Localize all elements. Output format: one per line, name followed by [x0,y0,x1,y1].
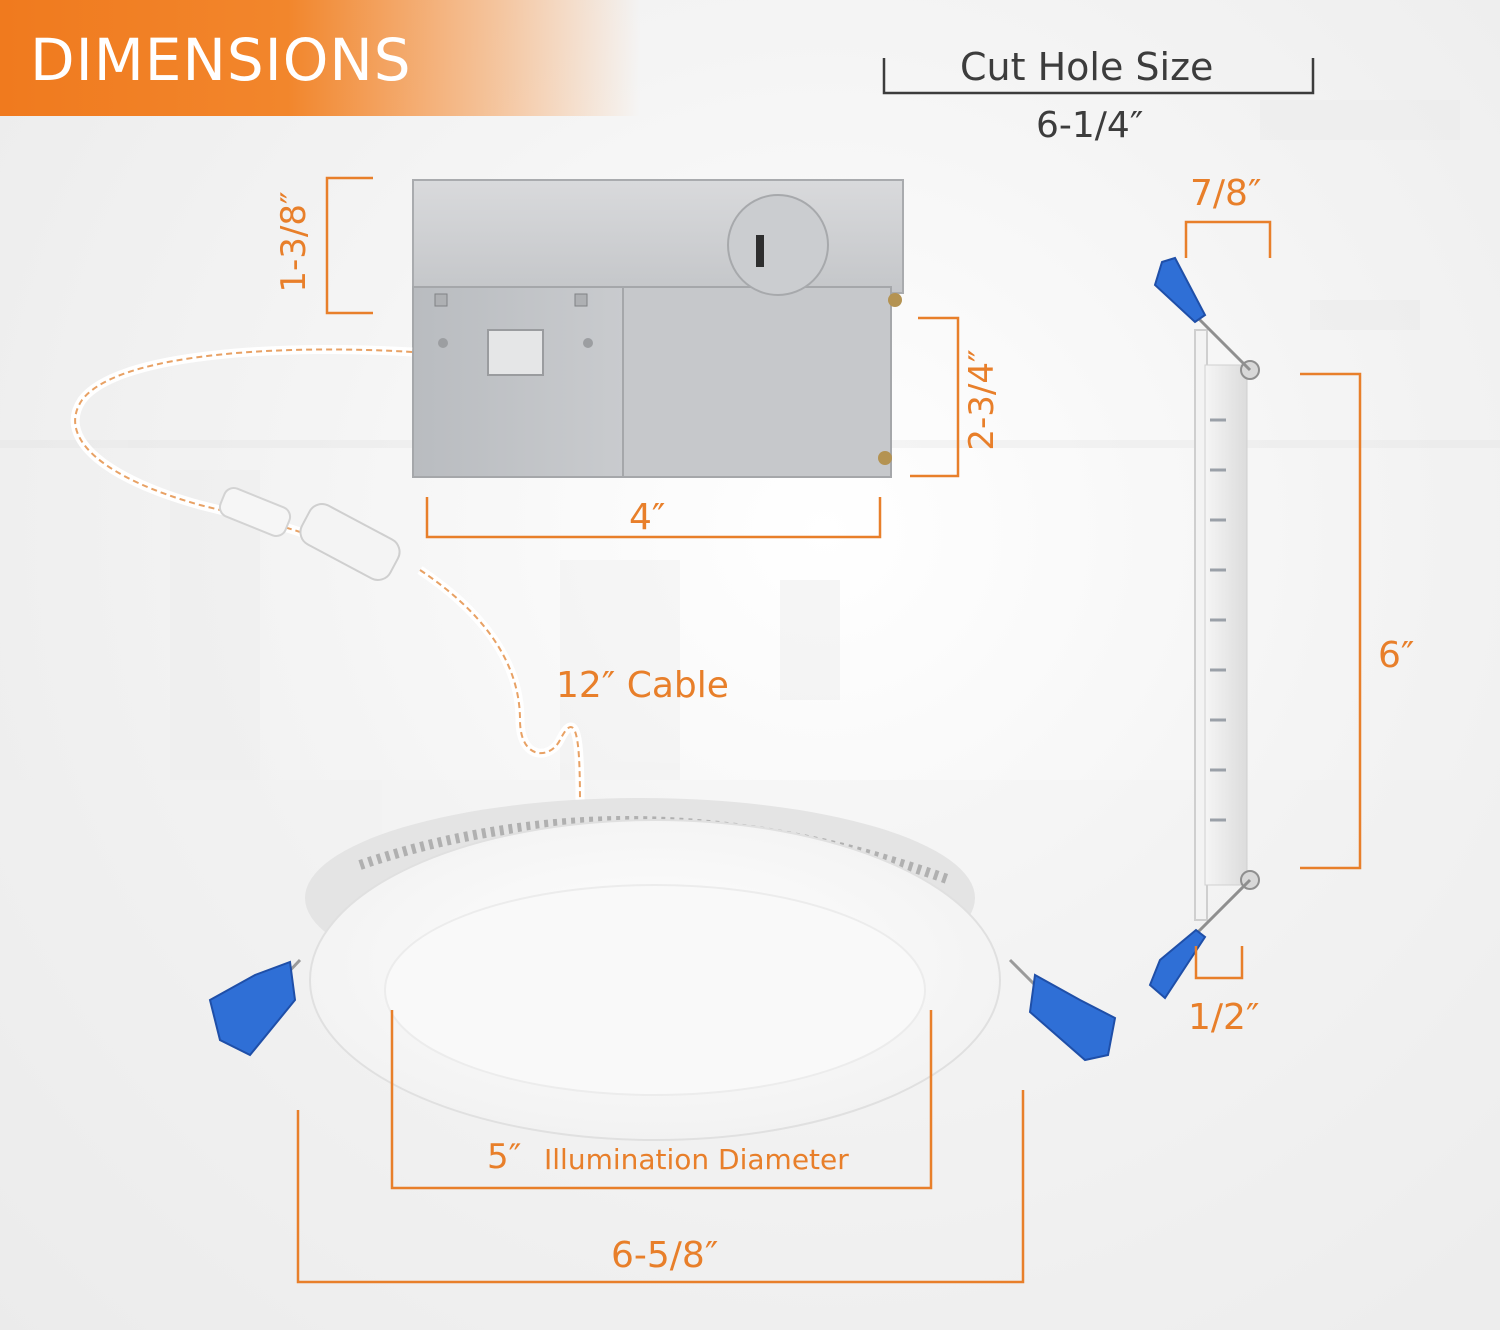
side-height-label: 6″ [1378,635,1415,676]
dimension-lines [296,176,1362,1284]
cut-hole-bracket [882,58,1315,95]
side-clip-top [1153,256,1207,324]
box-height-label: 1-3/8″ [274,191,314,293]
top-depth-label: 7/8″ [1190,173,1262,214]
cable [70,344,585,816]
cut-hole-value: 6-1/4″ [1036,105,1144,146]
illumination-value: 5″ [487,1137,522,1177]
side-clip-bottom [1148,928,1207,1000]
illumination-label: Illumination Diameter [544,1143,849,1176]
clip-right [1028,973,1117,1062]
box-depth-label: 2-3/4″ [962,349,1002,451]
box-width-label: 4″ [629,497,666,538]
cut-hole-label: Cut Hole Size [960,45,1214,89]
page-title: DIMENSIONS [30,26,412,94]
junction-box-body [412,179,904,478]
round-panel [208,798,1117,1141]
header-banner: DIMENSIONS [0,0,640,116]
overall-diameter-label: 6-5/8″ [611,1235,719,1276]
cable-label: 12″ Cable [556,665,729,706]
clip-left [208,960,297,1057]
bottom-depth-label: 1/2″ [1188,997,1260,1038]
side-profile [1148,256,1260,1000]
